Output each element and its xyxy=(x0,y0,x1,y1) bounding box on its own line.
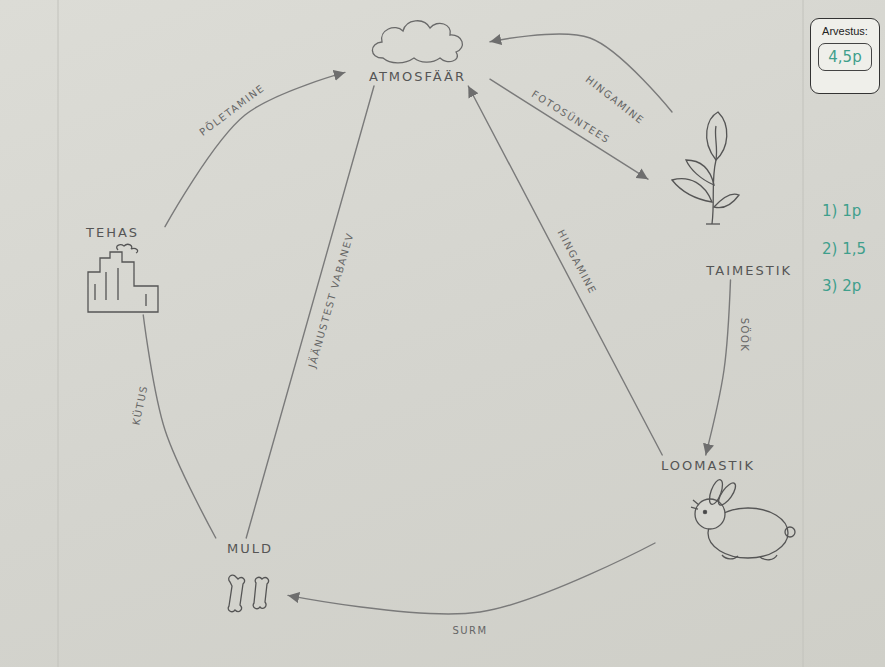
plant-leaf xyxy=(672,179,712,202)
rabbit-whiskers xyxy=(691,500,699,509)
rabbit-ear xyxy=(715,480,738,507)
flow-arrow xyxy=(246,86,374,538)
flow-arrow xyxy=(490,34,672,112)
rabbit-tail xyxy=(785,527,795,537)
plant-drawing xyxy=(672,112,739,224)
atmosphere-node: ATMOSFÄÄR xyxy=(345,18,490,86)
plant-leaf xyxy=(714,194,739,208)
edge-label: JÄÄNUSTEST VABANEV xyxy=(306,231,355,369)
flow-arrow xyxy=(288,543,655,614)
node-label: ATMOSFÄÄR xyxy=(369,69,466,84)
flow-arrow xyxy=(706,280,731,455)
plants-node: TAIMESTIK xyxy=(648,112,798,280)
edge-label: HINGAMINE xyxy=(555,228,598,296)
score-note: 3) 2p xyxy=(822,277,861,295)
rabbit-feet xyxy=(722,555,777,560)
flow-arrow xyxy=(143,315,216,538)
node-label: MULD xyxy=(227,541,273,556)
bones-drawing xyxy=(228,575,268,612)
animals-node: LOOMASTIK xyxy=(655,455,800,565)
soil-node: MULD xyxy=(212,538,288,620)
plant-leaf xyxy=(707,112,727,160)
edge-label: FOTOSÜNTEES xyxy=(530,88,612,145)
factory-lines xyxy=(95,268,146,306)
rabbit-eye xyxy=(703,510,706,513)
factory-node: TEHAS xyxy=(78,222,165,315)
factory-building xyxy=(88,252,158,312)
factory-smoke xyxy=(117,244,138,253)
flow-arrow xyxy=(490,79,648,179)
edge-label: PÕLETAMINE xyxy=(197,82,266,138)
factory-drawing xyxy=(88,244,158,312)
edge-label: KÜTUS xyxy=(130,384,149,426)
node-label: 4,5p xyxy=(818,43,871,71)
score-note: 2) 1,5 xyxy=(822,240,866,258)
page-margin xyxy=(58,0,59,667)
edge-label: SÖÖK xyxy=(739,318,750,353)
node-label: TEHAS xyxy=(86,225,139,240)
cloud-drawing xyxy=(372,21,462,63)
bone xyxy=(253,577,268,608)
node-label: LOOMASTIK xyxy=(661,458,755,473)
edge-label: HINGAMINE xyxy=(583,74,646,127)
plant-ground xyxy=(706,223,720,224)
plant-stem xyxy=(712,126,717,224)
bone xyxy=(228,575,244,612)
flow-arrow xyxy=(165,72,345,226)
page-margin xyxy=(803,0,804,667)
node-label: Arvestus: xyxy=(822,25,868,37)
score-note: 1) 1p xyxy=(822,202,861,220)
node-label: TAIMESTIK xyxy=(706,263,792,278)
rabbit-drawing xyxy=(691,478,795,560)
grade-box: Arvestus: 4,5p xyxy=(810,18,880,94)
plant-leaf xyxy=(686,160,714,185)
flow-arrow xyxy=(468,86,662,455)
edge-label: SURM xyxy=(452,625,487,636)
